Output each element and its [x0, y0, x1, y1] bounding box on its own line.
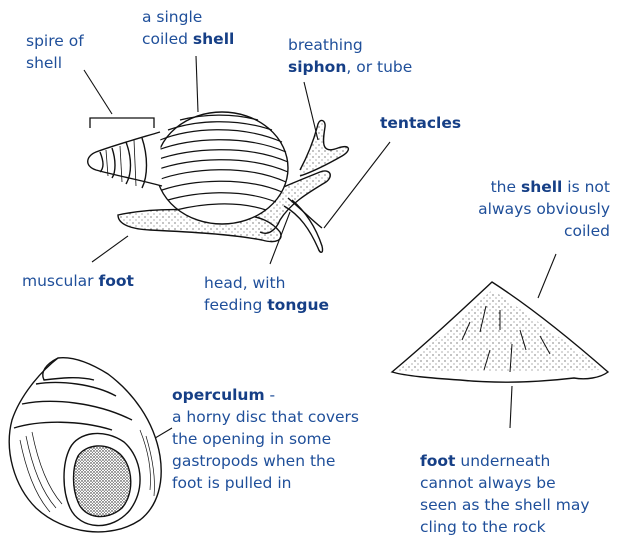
label-muscular-foot: muscular foot: [22, 270, 134, 292]
snail-spire: [88, 132, 162, 186]
label-single-coiled-shell: a single coiled shell: [142, 6, 234, 50]
leader-shell-not-coiled: [538, 254, 556, 298]
label-spire-of-shell: spire of shell: [26, 30, 84, 74]
spire-bracket: [90, 118, 154, 128]
leader-foot-underneath: [510, 386, 512, 428]
leader-shell: [196, 56, 198, 112]
leader-foot: [92, 236, 128, 262]
winkle-drawing: [9, 358, 161, 532]
snail-drawing: [88, 112, 349, 252]
label-breathing-siphon: breathing siphon, or tube: [288, 34, 412, 78]
label-shell-not-coiled: the shell is not always obviously coiled: [420, 176, 610, 242]
leader-siphon: [304, 82, 318, 140]
label-foot-underneath: foot underneath cannot always be seen as…: [420, 450, 590, 538]
leader-spire: [84, 70, 112, 114]
limpet-drawing: [392, 282, 608, 382]
snail-siphon: [300, 120, 348, 176]
label-head-feeding-tongue: head, with feeding tongue: [204, 272, 329, 316]
label-tentacles: tentacles: [380, 112, 461, 134]
operculum-disc: [74, 446, 131, 517]
label-operculum: operculum - a horny disc that covers the…: [172, 384, 359, 494]
